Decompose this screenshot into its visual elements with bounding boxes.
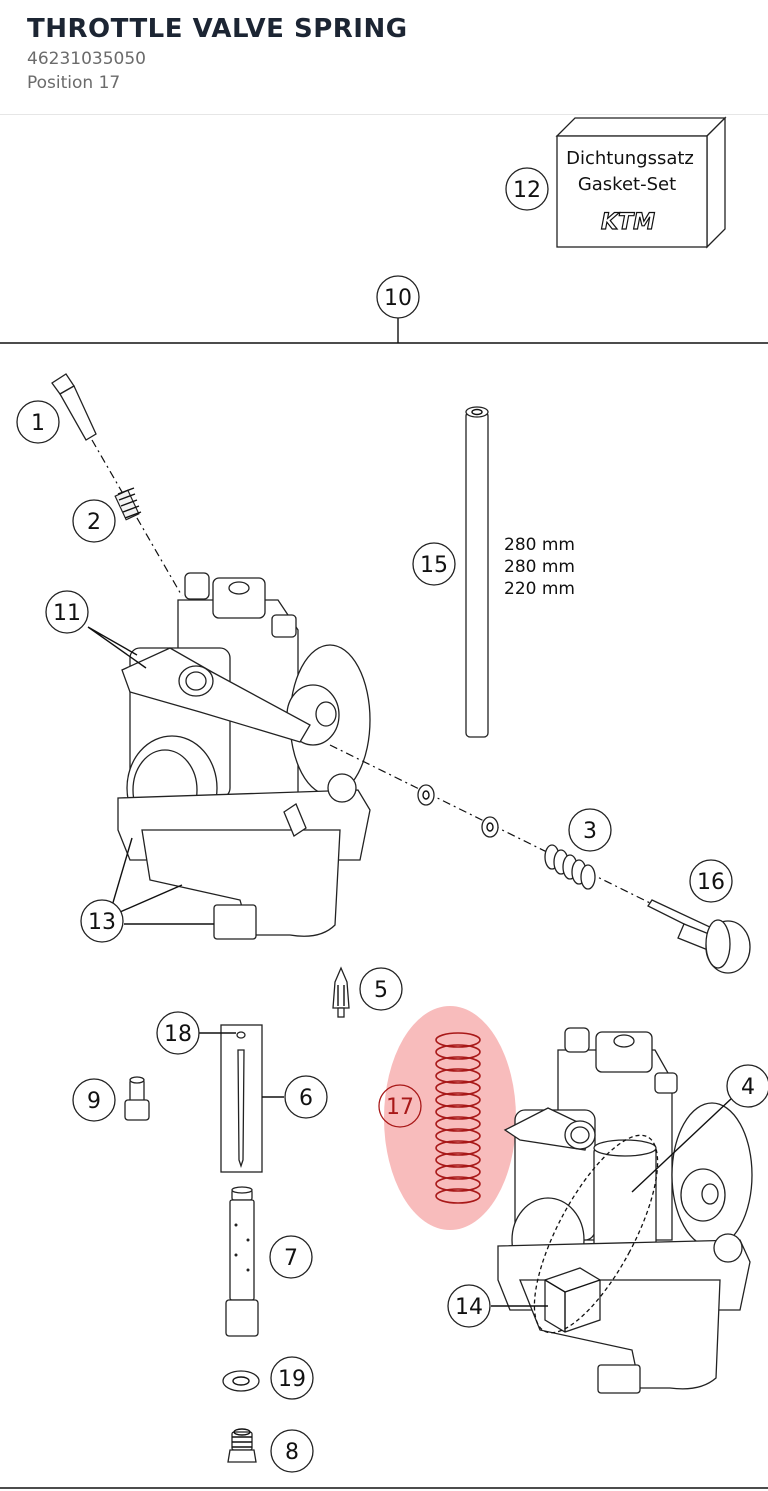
part-jet-needle[interactable] [220, 1024, 263, 1173]
callout-12[interactable]: 12 [505, 167, 549, 211]
svg-text:2: 2 [87, 510, 101, 535]
callout-8[interactable]: 8 [270, 1429, 314, 1473]
part-idle-spring[interactable] [544, 844, 596, 890]
callout-5[interactable]: 5 [359, 967, 403, 1011]
part-vent-tube[interactable] [465, 406, 489, 738]
svg-text:4: 4 [741, 1075, 755, 1100]
svg-text:11: 11 [53, 601, 81, 626]
gasket-label-en: Gasket-Set [578, 174, 676, 195]
svg-text:17: 17 [386, 1095, 414, 1120]
svg-text:5: 5 [374, 978, 388, 1003]
svg-text:18: 18 [164, 1022, 192, 1047]
tube-length-3: 220 mm [504, 579, 575, 599]
callout-17[interactable]: 17 [378, 1084, 422, 1128]
callout-9[interactable]: 9 [72, 1078, 116, 1122]
carburetor-body[interactable] [117, 572, 371, 940]
part-washer-a[interactable] [417, 784, 435, 806]
callout-14[interactable]: 14 [447, 1284, 491, 1328]
part-pilot-jet[interactable] [124, 1076, 150, 1121]
callout-10[interactable]: 10 [376, 275, 420, 319]
carburetor-body-cutaway[interactable] [497, 1027, 753, 1394]
svg-text:1: 1 [31, 411, 45, 436]
svg-text:15: 15 [420, 553, 448, 578]
part-float-needle[interactable] [332, 966, 350, 1018]
callout-6[interactable]: 6 [284, 1075, 328, 1119]
svg-text:10: 10 [384, 286, 412, 311]
svg-text:13: 13 [88, 910, 116, 935]
svg-text:14: 14 [455, 1295, 483, 1320]
part-washer-b[interactable] [481, 816, 499, 838]
assembly-bracket [0, 316, 768, 1489]
svg-text:9: 9 [87, 1089, 101, 1114]
svg-text:6: 6 [299, 1086, 313, 1111]
gasket-label-de: Dichtungssatz [566, 148, 694, 169]
ktm-logo: KTM [601, 210, 655, 235]
part-header: THROTTLE VALVE SPRING 46231035050 Positi… [0, 0, 768, 115]
tube-length-1: 280 mm [504, 535, 575, 555]
callout-2[interactable]: 2 [72, 499, 116, 543]
tube-length-2: 280 mm [504, 557, 575, 577]
callout-7[interactable]: 7 [269, 1235, 313, 1279]
svg-text:16: 16 [697, 870, 725, 895]
callout-1[interactable]: 1 [16, 400, 60, 444]
svg-text:7: 7 [284, 1246, 298, 1271]
callout-13[interactable]: 13 [80, 899, 124, 943]
gasket-set-box[interactable]: Dichtungssatz Gasket-Set KTM [555, 116, 727, 249]
callout-4[interactable]: 4 [726, 1064, 768, 1108]
callout-19[interactable]: 19 [270, 1356, 314, 1400]
part-title: THROTTLE VALVE SPRING [27, 14, 408, 44]
part-position: Position 17 [27, 73, 121, 93]
callout-18[interactable]: 18 [156, 1011, 200, 1055]
svg-text:12: 12 [513, 178, 541, 203]
part-screw[interactable] [51, 373, 97, 441]
part-adjusting-screw[interactable] [647, 899, 751, 974]
svg-text:8: 8 [285, 1440, 299, 1465]
part-washer[interactable] [222, 1370, 260, 1392]
exploded-parts-diagram: Dichtungssatz Gasket-Set KTM [0, 116, 768, 1489]
part-number: 46231035050 [27, 49, 146, 69]
callout-15[interactable]: 15 [412, 542, 456, 586]
callout-11[interactable]: 11 [45, 590, 89, 634]
svg-text:19: 19 [278, 1367, 306, 1392]
part-throttle-valve-spring[interactable] [435, 1032, 481, 1204]
part-needle-jet[interactable] [225, 1186, 259, 1337]
svg-text:3: 3 [583, 819, 597, 844]
callout-16[interactable]: 16 [689, 859, 733, 903]
part-main-jet[interactable] [227, 1428, 257, 1463]
callout-3[interactable]: 3 [568, 808, 612, 852]
part-small-spring[interactable] [114, 487, 142, 521]
